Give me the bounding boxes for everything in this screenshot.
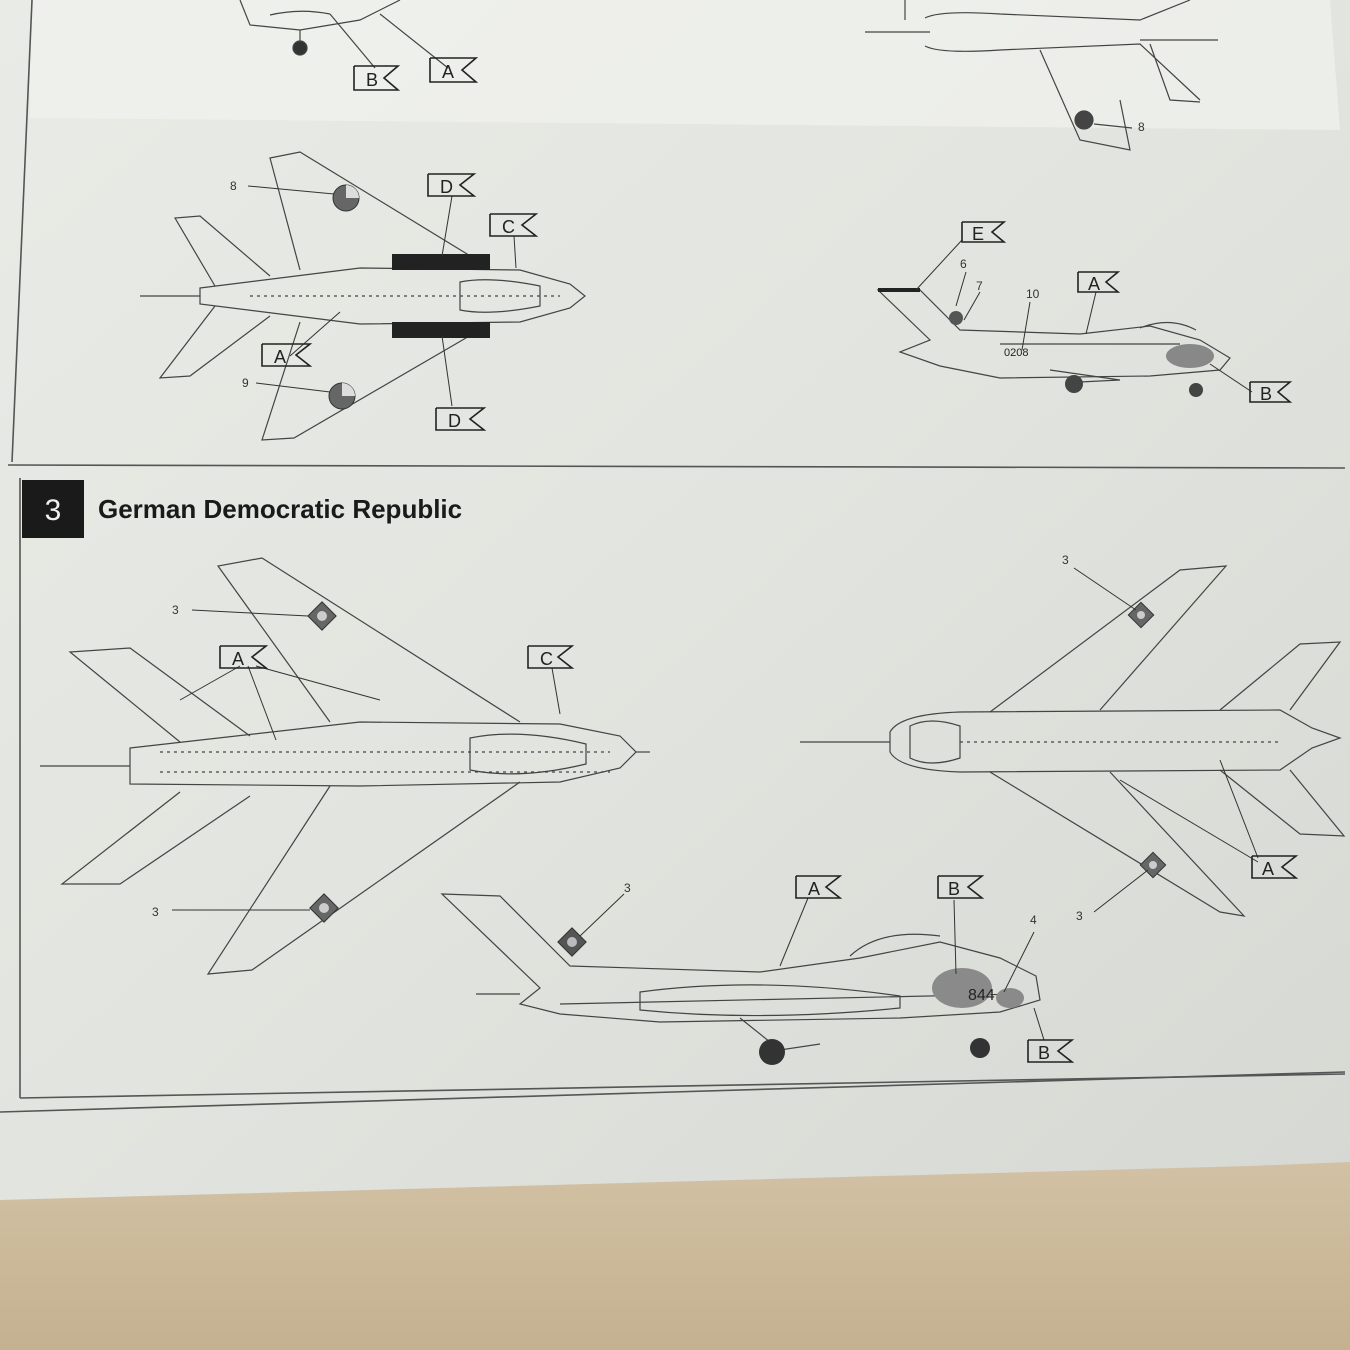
leader-lines-side	[915, 239, 1253, 393]
roundel-plan-lower	[328, 382, 356, 410]
gdr-emblem-top-lower	[309, 893, 339, 923]
callout-letter: C	[540, 649, 553, 669]
gdr-side-nose-marking-2	[996, 988, 1024, 1008]
callout-e-side: E	[961, 221, 1007, 244]
callout-a-gdr-under: A	[1251, 855, 1299, 879]
plan-stripe-bottom	[392, 322, 490, 338]
callout-letter: A	[1088, 274, 1100, 294]
leader-lines-plan	[247, 185, 517, 407]
side-serial-number: 0208	[1004, 347, 1028, 359]
callout-number: 8	[1138, 120, 1145, 134]
section-number-box	[22, 480, 84, 538]
leader-lines-gdr-side	[579, 893, 1045, 1041]
callout-b-gdr-side-bottom: B	[1027, 1039, 1075, 1063]
side-wheel-nose	[1189, 383, 1203, 397]
top-side-view-aircraft	[876, 289, 1231, 383]
gdr-side-serial-number: 844	[968, 987, 995, 1004]
callout-number: 4	[1030, 913, 1037, 927]
roundel-plan-upper	[332, 184, 360, 212]
gdr-side-emblem	[557, 927, 587, 957]
callout-letter: D	[440, 177, 453, 197]
callout-a-side: A	[1077, 271, 1121, 294]
callout-b-side: B	[1249, 381, 1293, 404]
callout-number: 8	[230, 179, 237, 193]
callout-number: 7	[976, 279, 983, 293]
callout-a-gdr-top: A	[219, 645, 269, 669]
top-left-partial-aircraft	[239, 0, 449, 69]
callout-d-plan-bottom: D	[435, 407, 487, 431]
callout-letter: E	[972, 224, 984, 244]
callout-letter: B	[948, 879, 960, 899]
section-number: 3	[45, 494, 62, 527]
callout-number: 3	[152, 905, 159, 919]
callout-c-gdr-top: C	[527, 645, 575, 669]
side-roundel	[949, 311, 963, 325]
callout-d-plan-top: D	[427, 173, 477, 197]
gdr-side-nose-marking	[932, 968, 992, 1008]
leader-lines-gdr-under	[1073, 567, 1259, 913]
callout-number: 6	[960, 257, 967, 271]
callout-letter: A	[808, 879, 820, 899]
top-right-partial-aircraft	[865, 0, 1218, 151]
paper-highlight	[30, 0, 1340, 130]
plan-stripe-top	[392, 254, 490, 270]
callout-b-top-left: B	[353, 65, 401, 91]
callout-letter: B	[1038, 1043, 1050, 1063]
side-wheel-main	[1065, 375, 1083, 393]
paper-sheet	[0, 0, 1350, 1200]
callout-number: 3	[1062, 553, 1069, 567]
callout-letter: A	[442, 62, 454, 82]
callout-a-gdr-side: A	[795, 875, 843, 899]
callout-b-gdr-side-top: B	[937, 875, 985, 899]
gdr-side-wheel-main	[759, 1039, 785, 1065]
callout-a-plan: A	[261, 343, 313, 367]
callout-letter: B	[366, 70, 378, 90]
side-nose-marking	[1166, 344, 1214, 368]
gdr-emblem-top-upper	[307, 601, 337, 631]
callout-a-top-left: A	[429, 57, 479, 83]
leader-lines-gdr-top	[172, 609, 561, 911]
callout-c-plan: C	[489, 213, 539, 237]
callout-number: 3	[1076, 909, 1083, 923]
callout-letter: B	[1260, 384, 1272, 404]
callout-number: 9	[242, 376, 249, 390]
callout-number: 3	[172, 603, 179, 617]
callout-letter: A	[274, 347, 286, 367]
callout-letter: C	[502, 217, 515, 237]
gdr-underside-aircraft	[800, 565, 1346, 917]
callout-letter: D	[448, 411, 461, 431]
callout-number: 10	[1026, 287, 1040, 301]
gdr-side-wheel-nose	[970, 1038, 990, 1058]
callout-letter: A	[1262, 859, 1274, 879]
section-title: German Democratic Republic	[98, 494, 462, 524]
callout-number: 3	[624, 881, 631, 895]
panel-frame	[0, 0, 1346, 1113]
callout-letter: A	[232, 649, 244, 669]
gdr-top-view-aircraft	[40, 557, 650, 975]
